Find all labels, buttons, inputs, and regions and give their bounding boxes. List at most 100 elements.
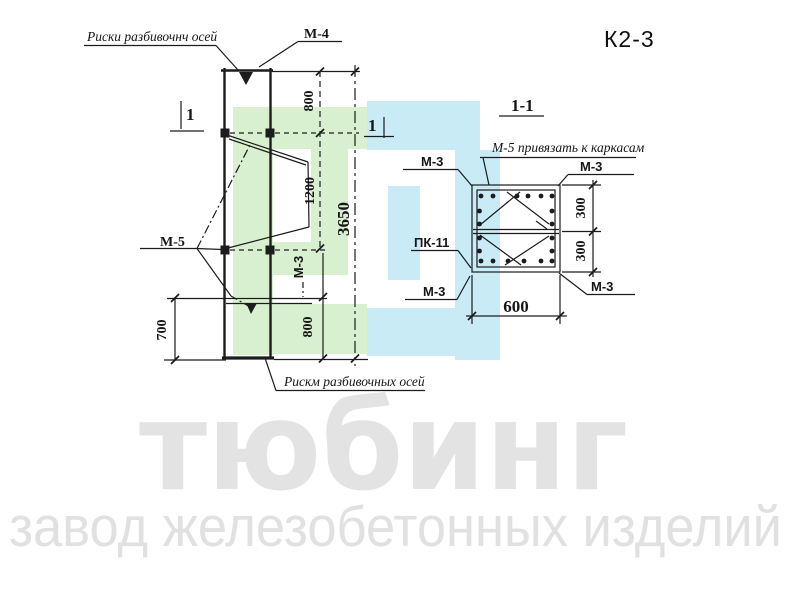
label-text: М-3: [423, 284, 445, 299]
label-leader-down: [196, 248, 232, 297]
rebar-dot: [549, 193, 555, 199]
section-outline: [471, 184, 561, 273]
label-m3-top-right: М-3: [557, 159, 634, 187]
label-leader: [457, 169, 473, 187]
cyan-block: [367, 101, 480, 150]
rebar-dot: [549, 235, 555, 241]
label-text: М-3: [421, 154, 443, 169]
dim-tick: [588, 226, 598, 237]
label-m3-bottom-right: М-3: [558, 272, 635, 296]
label-m4: М-4: [258, 27, 342, 68]
section-cut-mark-left: 1: [170, 101, 204, 132]
elevation-view: 800 1200 3650 800 700 М-3 1 1 Риски разб…: [84, 27, 425, 392]
logo-watermark-cyan: [367, 101, 500, 360]
section-stirrup: [476, 189, 556, 268]
dim-tick: [588, 180, 598, 190]
rebar-dot: [549, 208, 555, 214]
dim-tick: [170, 293, 180, 303]
label-m3-top-left: М-3: [403, 154, 473, 187]
label-text: М-4: [304, 27, 329, 42]
diagonal-bar: [504, 235, 550, 266]
recess-right-edge: [307, 161, 310, 228]
label-leader: [557, 174, 569, 187]
rebar-dot: [505, 258, 511, 264]
label-riski-bottom: Рискм разбивочных осей: [264, 357, 425, 392]
dim-300-group: 300 300: [562, 180, 601, 277]
section-cut-mark-right: 1: [364, 116, 394, 138]
diagonal-bar: [506, 191, 550, 225]
label-leader: [264, 357, 277, 391]
label-m3-bottom-left: М-3: [405, 275, 471, 301]
dim-1200: 1200: [303, 177, 318, 205]
watermark-text: тюбинг завод железобетонных изделий: [9, 376, 782, 559]
recess-top-diagonal: [226, 134, 309, 163]
label-text: Рискм разбивочных осей: [283, 374, 425, 389]
label-leader-up: [196, 142, 252, 249]
label-leader-down-2: [230, 295, 253, 309]
embedded-plate: [220, 128, 230, 138]
green-block: [311, 149, 348, 275]
cut-mark-number: 1: [368, 116, 377, 135]
rebar-dot: [549, 221, 555, 227]
label-leader: [215, 45, 239, 71]
dim-tick: [467, 311, 477, 321]
rebar-dot: [514, 193, 520, 199]
drawing-code: К2-3: [604, 26, 655, 52]
watermark-sub-text: завод железобетонных изделий: [9, 495, 782, 559]
dim-tick: [315, 66, 325, 77]
green-block: [233, 304, 367, 354]
rebar-dot: [477, 235, 482, 241]
dim-700: 700: [155, 320, 170, 341]
rebar-dot: [477, 248, 482, 254]
label-m3-vertical: М-3: [291, 256, 306, 278]
label-text: М-3: [580, 159, 602, 174]
rebar-dot: [477, 208, 482, 214]
label-text: М-5: [160, 235, 185, 250]
dim-600-group: 600: [466, 275, 567, 324]
rebar-dot: [549, 258, 555, 264]
label-text: ПК-11: [414, 235, 449, 250]
dim-600: 600: [503, 297, 529, 316]
rebar-dot: [478, 193, 484, 199]
label-leader: [558, 272, 588, 295]
rebar-dot: [521, 258, 527, 264]
cyan-block: [367, 308, 500, 356]
dim-tick: [555, 311, 565, 321]
section-title: 1-1: [511, 96, 534, 115]
dim-tick: [315, 128, 325, 138]
cyan-block: [388, 186, 420, 280]
rebar-dot: [490, 258, 496, 264]
green-block: [273, 242, 311, 275]
recess-top-diagonal-2: [228, 138, 307, 166]
dim-tick: [318, 353, 328, 364]
label-text: Риски разбивочнч осей: [86, 29, 217, 44]
section-view: 1-1 М-5 привязать к каркасам М-3: [403, 96, 645, 324]
green-block: [233, 107, 367, 149]
dim-tick: [350, 66, 360, 77]
label-leader: [457, 250, 472, 269]
dim-tick: [315, 243, 325, 254]
embedded-plate: [220, 245, 230, 255]
dim-300-top: 300: [574, 198, 589, 219]
label-pk11: ПК-11: [411, 235, 472, 269]
rebar-dot: [477, 221, 482, 227]
rebar-dot: [538, 258, 544, 264]
diagonal-bar: [479, 234, 522, 266]
watermark-big-text: тюбинг: [139, 376, 628, 518]
rebar-dot: [525, 193, 531, 199]
rebar-dot: [549, 248, 555, 254]
rebar-dot: [490, 193, 496, 199]
risk-mark-top: [239, 72, 253, 85]
dim-tick: [318, 292, 328, 302]
cut-mark-number: 1: [186, 105, 195, 124]
note-text: М-5 привязать к каркасам: [491, 140, 645, 155]
rebar-dot: [538, 193, 544, 199]
diagonal-tick: [535, 220, 548, 230]
label-leader-mid: [196, 247, 223, 251]
dim-tick: [350, 353, 360, 364]
label-leader: [456, 275, 471, 300]
label-m5: М-5: [140, 142, 253, 309]
label-riski-top: Риски разбивочнч осей: [84, 29, 239, 71]
